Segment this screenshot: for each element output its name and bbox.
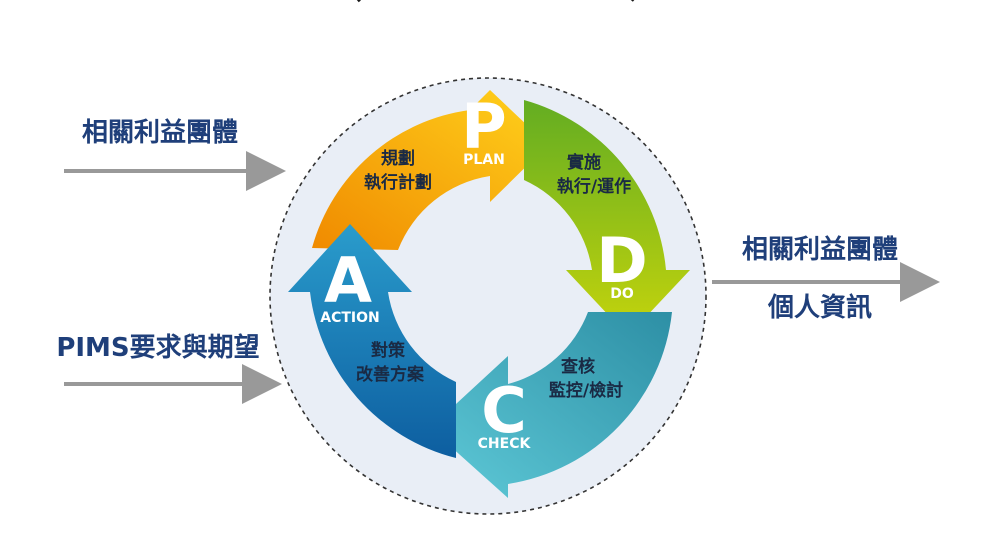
input-label-top: 相關利益團體: [82, 118, 238, 148]
plan-desc-2: 執行計劃: [364, 172, 432, 193]
check-word: CHECK: [478, 436, 532, 452]
action-word: ACTION: [320, 310, 380, 326]
do-desc-2: 執行/運作: [557, 176, 631, 197]
action-letter: A: [324, 244, 372, 317]
do-word: DO: [610, 286, 634, 302]
action-arrow: [288, 224, 456, 458]
cycle-title: 個人資訊管理系統持續改善: [339, 0, 653, 9]
input-label-bottom: PIMS要求與期望: [56, 333, 259, 363]
do-letter: D: [596, 224, 647, 297]
plan-desc-1: 規劃: [381, 148, 415, 169]
output-label-2: 個人資訊: [767, 292, 872, 323]
check-letter: C: [481, 374, 527, 447]
action-desc-1: 對策: [371, 340, 406, 361]
action-desc-2: 改善方案: [356, 364, 425, 385]
plan-arrow: [312, 90, 548, 250]
output-label-1: 相關利益團體: [742, 235, 898, 265]
check-desc-2: 監控/檢討: [549, 380, 623, 401]
plan-word: PLAN: [463, 152, 505, 168]
plan-letter: P: [461, 90, 506, 163]
check-arrow: [430, 312, 672, 498]
do-arrow: [524, 100, 690, 336]
check-desc-1: 查核: [560, 356, 595, 377]
do-desc-1: 實施: [567, 152, 601, 173]
